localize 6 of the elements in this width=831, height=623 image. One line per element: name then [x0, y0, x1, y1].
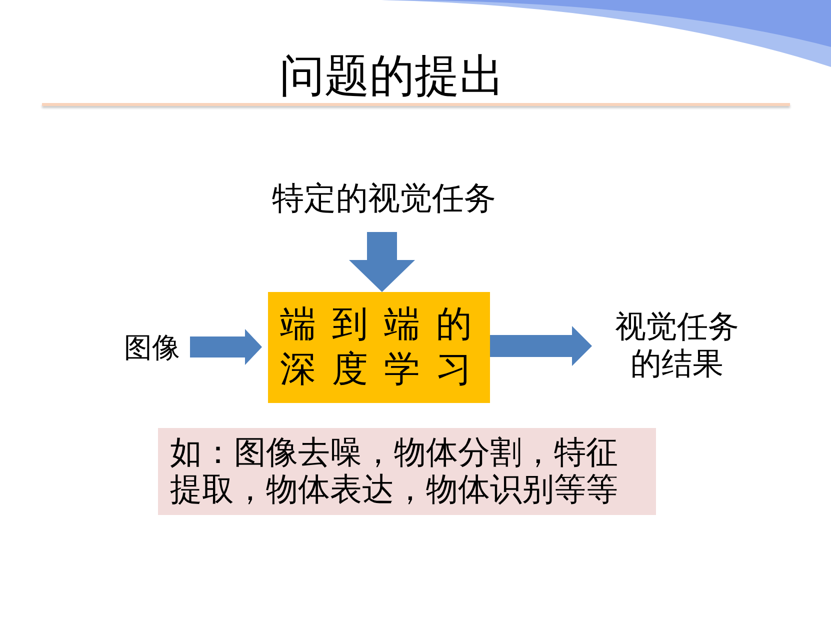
note-box: 如：图像去噪，物体分割，特征提取，物体表达，物体识别等等	[158, 428, 656, 515]
node-label: 图像	[124, 330, 180, 366]
slide-title: 问题的提出	[280, 50, 504, 102]
node-label: 视觉任务的结果	[611, 309, 743, 383]
process-box: 端到端的深度学习	[268, 292, 490, 403]
node-label: 特定的视觉任务	[272, 178, 496, 218]
